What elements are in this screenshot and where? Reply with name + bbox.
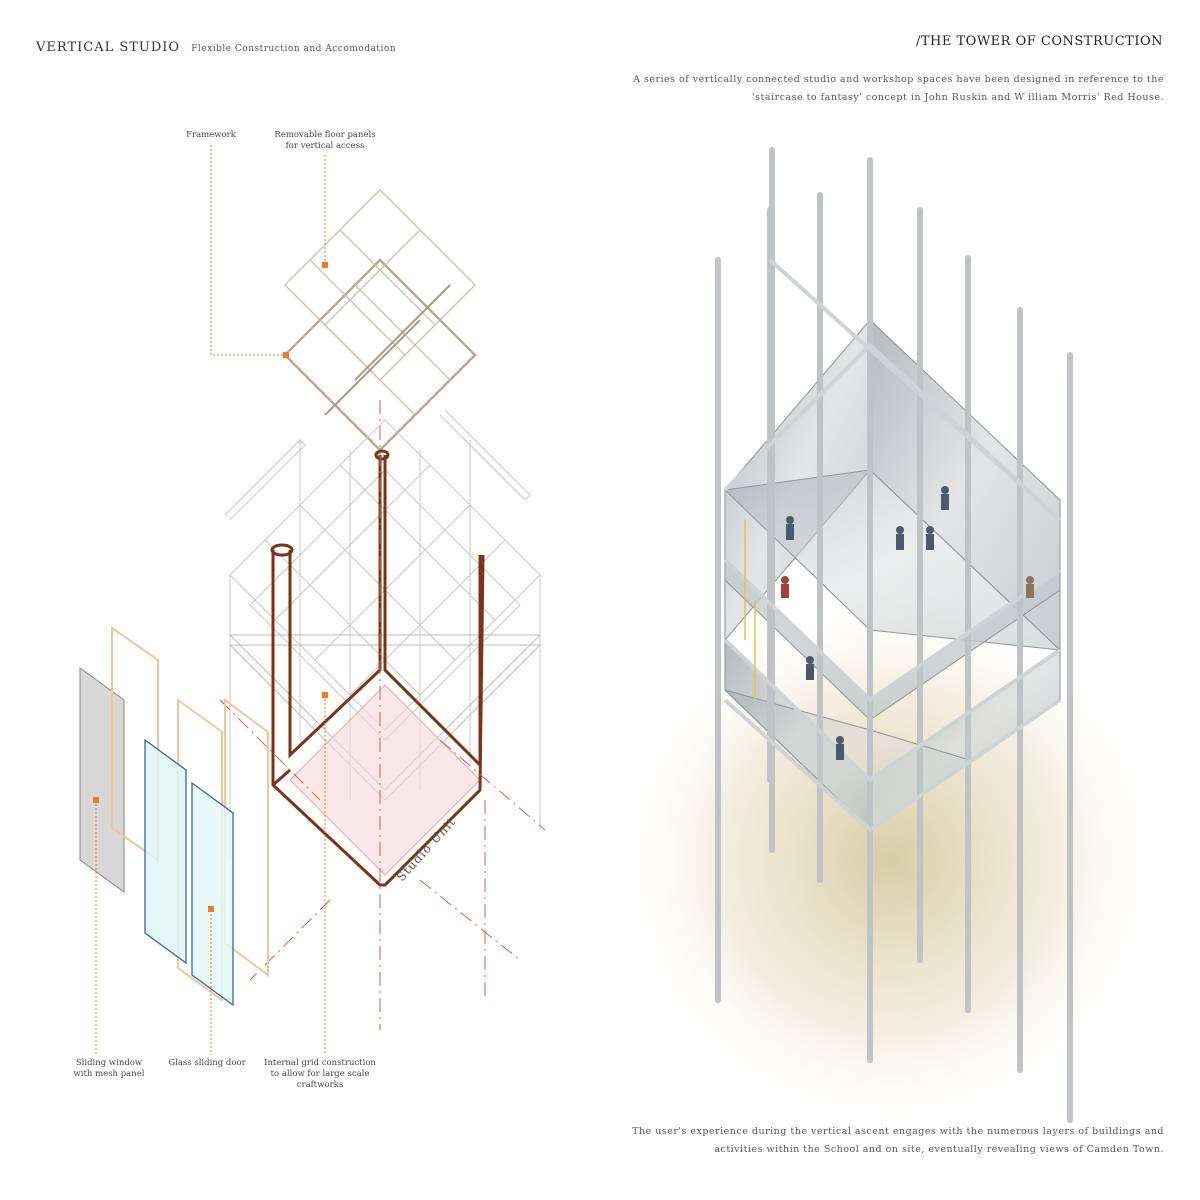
people-figures [781,486,1034,760]
exploded-axonometric-diagram: Studio Unit [79,145,546,1055]
leader-lines [95,145,326,1055]
intro-line: A series of vertically connected studio … [633,74,1164,85]
label-line: to allow for large scale [270,1069,370,1079]
tower-columns [715,147,1073,1123]
ground-wash [610,580,1170,1140]
studio-floor-panel [289,684,481,876]
label-internal-grid: Internal grid construction to allow for … [264,1058,376,1091]
intro-paragraph: A series of vertically connected studio … [604,71,1164,107]
floor-panels-drawing [283,189,477,452]
label-line: with mesh panel [73,1069,145,1079]
tower-beams [723,258,1062,833]
axis-lines [219,400,546,1030]
label-glass-door: Glass sliding door [168,1058,246,1068]
label-line: Internal grid construction [264,1058,376,1068]
section-title: /THE TOWER OF CONSTRUCTION [915,34,1163,49]
intro-line: 'staircase to fantasy' concept in John R… [752,92,1164,103]
outro-line: The user's experience during the vertica… [632,1126,1164,1137]
label-line: Removable floor panels [274,130,376,140]
label-floor-panels: Removable floor panels for vertical acce… [274,130,375,152]
page-subtitle: Flexible Construction and Accomodation [191,44,397,54]
page-header-left: VERTICAL STUDIO Flexible Construction an… [36,36,396,55]
label-markers [93,262,328,912]
label-line: Sliding window [75,1058,143,1068]
outro-line: activities within the School and on site… [714,1144,1164,1155]
glass-door-drawing [144,738,234,1007]
outro-paragraph: The user's experience during the vertica… [604,1123,1164,1159]
yellow-window-frames [744,520,756,700]
page-title: VERTICAL STUDIO [36,40,181,55]
label-sliding-window: Sliding window with mesh panel [74,1058,145,1080]
label-line: craftworks [296,1080,344,1090]
label-line: for vertical access [285,141,365,151]
label-framework: Framework [186,130,236,140]
